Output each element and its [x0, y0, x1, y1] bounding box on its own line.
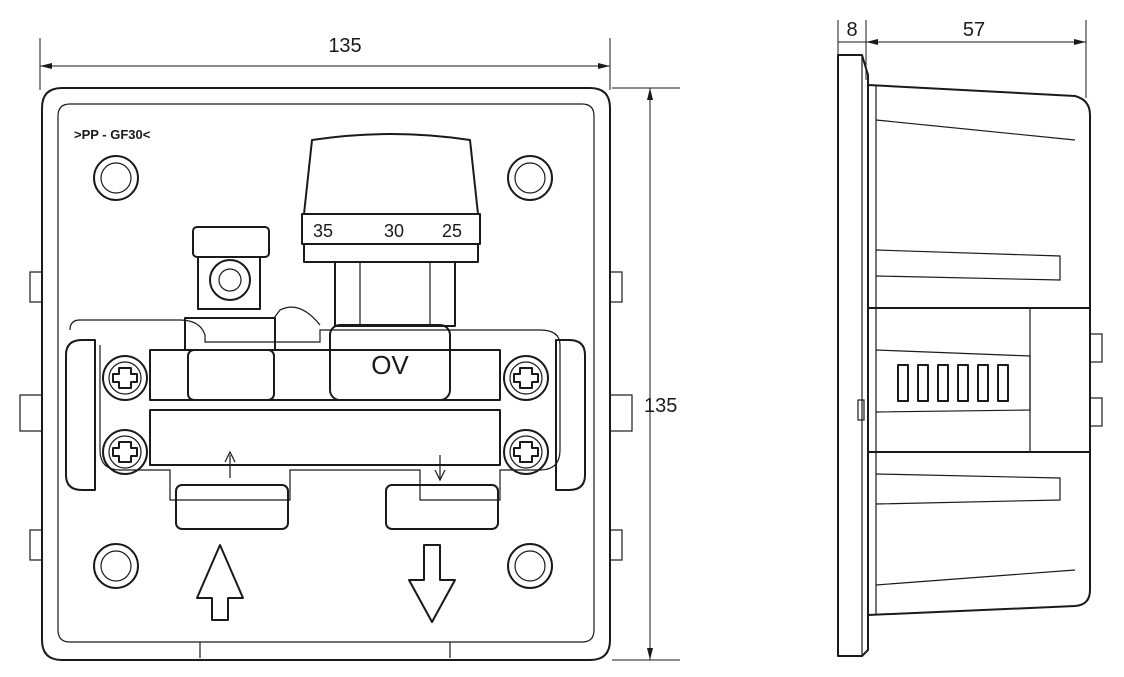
- knob-scale-35: 35: [313, 221, 333, 241]
- knob-scale-30: 30: [384, 221, 404, 241]
- side-view: 8 57: [837, 19, 1103, 657]
- depth-dimension-label: 57: [963, 19, 985, 41]
- depth-dimension: 57: [866, 19, 1087, 98]
- side-box-body: [867, 84, 1091, 616]
- material-mark: >PP - GF30<: [74, 127, 151, 142]
- valve-body: OV: [149, 261, 501, 466]
- pipe-connections: [175, 450, 499, 530]
- height-dimension-label: 135: [644, 395, 677, 417]
- front-view: 135 135 >PP - GF30<: [19, 35, 680, 661]
- width-dimension: 135: [39, 35, 611, 90]
- bleed-valve: [192, 226, 270, 310]
- valve-label: OV: [371, 350, 409, 380]
- knob-scale-25: 25: [442, 221, 462, 241]
- width-dimension-label: 135: [328, 35, 361, 57]
- valve-recess: [69, 319, 561, 501]
- side-flange: [837, 54, 869, 657]
- vent-slots: [897, 364, 1009, 402]
- screws: [102, 355, 549, 475]
- height-dimension: 135: [612, 87, 680, 661]
- thermostat-knob: 35 30 25: [301, 133, 481, 263]
- cover-plate-outline: [41, 87, 611, 661]
- flow-arrow-up-icon: [196, 544, 244, 621]
- side-tabs: [19, 271, 633, 561]
- mounting-holes: [93, 155, 553, 589]
- flange-dimension-label: 8: [846, 19, 857, 41]
- flow-arrow-down-icon: [408, 544, 456, 623]
